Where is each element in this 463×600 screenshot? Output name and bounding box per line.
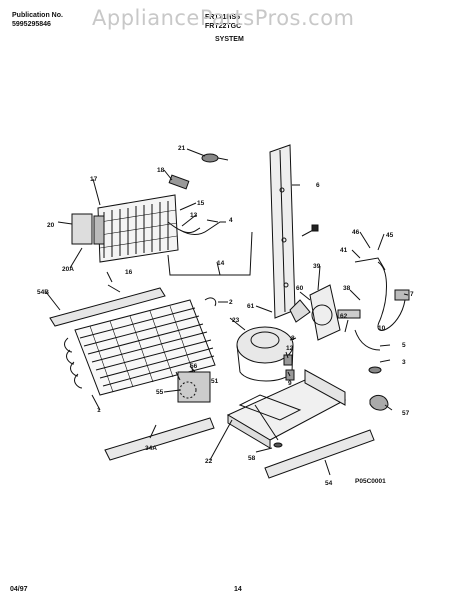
- compressor: [236, 326, 294, 382]
- base-pan: [226, 369, 347, 449]
- watermark: AppliancePartsPros.com: [92, 6, 355, 30]
- part-label: 56: [190, 363, 198, 370]
- part-label: 45: [386, 232, 394, 239]
- clip-57: [369, 394, 389, 411]
- part-label: 20A: [62, 266, 74, 273]
- part-label: 38: [343, 285, 351, 292]
- part-label: 2: [229, 299, 233, 306]
- part-label: 51: [211, 378, 219, 385]
- part-label: 12: [286, 345, 294, 352]
- relay-21: [201, 153, 219, 163]
- part-label: 5: [402, 342, 406, 349]
- wire-harness: [377, 261, 406, 331]
- part-label: 34A: [145, 445, 157, 452]
- condenser-coil: [71, 194, 201, 263]
- publication-number: 5995295846: [12, 21, 51, 28]
- bracket-54b: [49, 287, 166, 327]
- rail-34a: [104, 417, 215, 461]
- part-label: 46: [352, 229, 360, 236]
- drier: [168, 174, 190, 190]
- part-label: 62: [340, 313, 348, 320]
- part-label: 17: [90, 176, 98, 183]
- part-label: 9: [288, 380, 292, 387]
- part-label: 41: [340, 247, 348, 254]
- part-label: 54: [325, 480, 333, 487]
- part-label: 10: [378, 325, 386, 332]
- diagram-code: P05C0001: [355, 478, 386, 485]
- model-number-1: FRT21HS6: [205, 14, 241, 21]
- part-label: 54B: [37, 289, 49, 296]
- tube-14: [167, 231, 253, 276]
- part-label: 18: [157, 167, 165, 174]
- tube-16: [107, 284, 121, 293]
- rail-54: [264, 429, 375, 479]
- fan-assembly: [289, 284, 361, 341]
- part-label: 8: [291, 335, 295, 342]
- part-label: 23: [232, 317, 240, 324]
- part-label: 58: [248, 455, 256, 462]
- part-label: 15: [197, 200, 205, 207]
- grommet-12: [283, 354, 293, 366]
- part-label: 20: [47, 222, 55, 229]
- part-label: 61: [247, 303, 255, 310]
- part-label: 7: [410, 291, 414, 298]
- part-label: 57: [402, 410, 410, 417]
- tube-13: [179, 221, 226, 235]
- part-label: 14: [217, 260, 225, 267]
- part-label: 39: [313, 263, 321, 270]
- clip-2: [204, 297, 217, 307]
- part-label: 22: [205, 458, 213, 465]
- coil-1: [64, 299, 216, 396]
- publication-label: Publication No.: [12, 12, 63, 19]
- drain-tube: [354, 329, 381, 351]
- section-title: SYSTEM: [215, 36, 244, 43]
- part-label: 55: [156, 389, 164, 396]
- footer-date: 04/97: [10, 586, 28, 593]
- part-label: 6: [316, 182, 320, 189]
- part-label: 1: [97, 407, 101, 414]
- part-label: 16: [125, 269, 133, 276]
- part-label: 4: [229, 217, 233, 224]
- page-number: 14: [234, 586, 242, 593]
- part-label: 21: [178, 145, 186, 152]
- part-label: 3: [402, 359, 406, 366]
- vertical-bracket: [269, 144, 296, 319]
- relay-box: [177, 371, 211, 403]
- part-label: 13: [190, 212, 198, 219]
- model-number-2: FRT22TGC: [205, 23, 242, 30]
- part-label: 60: [296, 285, 304, 292]
- screw-58: [273, 442, 283, 448]
